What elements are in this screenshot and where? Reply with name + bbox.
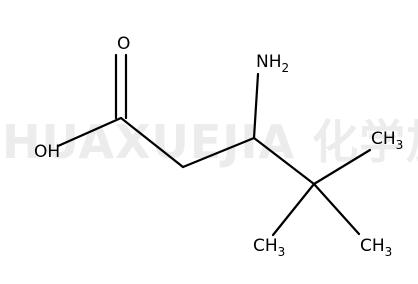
bond-ch-cq (252, 136, 316, 186)
methyl-right-label: CH3 (371, 129, 403, 152)
watermark: HUAXUEJIA 化学加 (2, 115, 418, 169)
bond-cq-ch3-bottom-left (271, 182, 316, 237)
bond-cq-ch3-bottom-right (312, 182, 361, 236)
methyl-bottom-left-label: CH3 (253, 236, 285, 259)
methyl-bottom-right-label: CH3 (360, 236, 392, 259)
bond-c-ch2 (119, 116, 185, 169)
bonds (56, 53, 372, 237)
amine-label: NH2 (256, 52, 289, 75)
bond-ch-nh2 (252, 72, 260, 140)
bond-ch2-ch (181, 136, 256, 169)
bond-cq-ch3-right (312, 148, 372, 186)
oxygen-label: O (117, 34, 130, 54)
bond-c-oh (56, 116, 123, 148)
hydroxyl-label: OH (34, 142, 60, 162)
